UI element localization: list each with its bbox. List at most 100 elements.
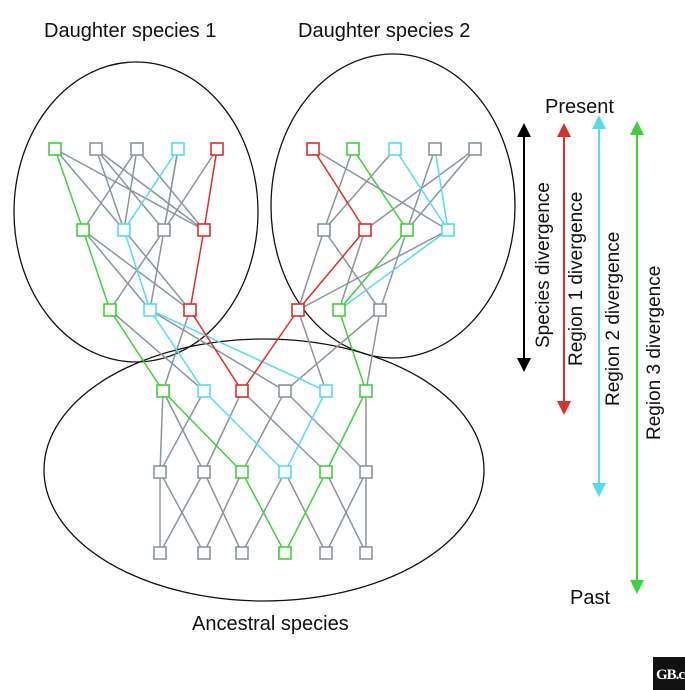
lineage-link-cyan [149, 309, 205, 392]
lineage-link-green [352, 148, 408, 231]
lineage-link-gray [284, 390, 367, 473]
gene-node-green [48, 142, 62, 156]
gene-node-red [306, 142, 320, 156]
gene-node-green [235, 465, 249, 479]
gene-node-green [76, 223, 90, 237]
lineage-link-gray [109, 309, 205, 392]
lineage-link-cyan [434, 148, 449, 231]
gene-node-cyan [197, 384, 211, 398]
lineage-link-green [241, 471, 286, 554]
region-1-divergence-label: Region 1 divergence [566, 191, 587, 366]
gene-node-red [183, 303, 197, 317]
lineage-link-gray [203, 390, 243, 473]
gene-node-gray [319, 546, 333, 560]
gene-node-gray [157, 223, 171, 237]
gene-node-green [319, 465, 333, 479]
gene-node-gray [468, 142, 482, 156]
gene-node-cyan [388, 142, 402, 156]
lineage-link-red [312, 148, 366, 231]
lineage-link-red [297, 229, 366, 311]
gene-node-gray [153, 465, 167, 479]
lineage-link-gray [297, 229, 325, 311]
lineage-link-green [109, 309, 164, 392]
gene-node-cyan [143, 303, 157, 317]
lineage-link-gray [163, 148, 179, 231]
past-label: Past [570, 587, 611, 609]
lineage-link-gray [323, 229, 381, 311]
present-label: Present [545, 96, 614, 118]
lineage-link-green [162, 390, 243, 473]
lineage-link-gray [149, 309, 286, 392]
daughter-species-1-label: Daughter species 1 [44, 20, 217, 42]
gene-node-green [359, 384, 373, 398]
lineage-link-gray [159, 471, 205, 554]
lineage-link-red [189, 229, 205, 311]
journal-logo: GB.c [653, 657, 685, 690]
gene-node-gray [278, 384, 292, 398]
gene-node-green [400, 223, 414, 237]
lineage-link-green [54, 148, 84, 231]
gene-node-gray [359, 465, 373, 479]
gene-node-gray [197, 546, 211, 560]
lineage-link-gray [95, 148, 125, 231]
lineage-link-green [338, 229, 408, 311]
lineage-link-gray [123, 229, 191, 311]
daughter-species-2-ellipse [270, 53, 516, 359]
gene-node-gray [235, 546, 249, 560]
lineage-link-gray [241, 390, 327, 473]
lineage-link-gray [323, 148, 396, 231]
lineage-link-gray [82, 229, 151, 311]
lineage-link-gray [163, 148, 218, 231]
gene-node-green [103, 303, 117, 317]
gene-node-red [197, 223, 211, 237]
logo-text: GB.c [656, 667, 685, 683]
lineage-link-gray [159, 390, 164, 473]
lineage-link-cyan [149, 309, 327, 392]
lineage-link-gray [54, 148, 125, 231]
gene-node-cyan [319, 384, 333, 398]
gene-node-cyan [278, 465, 292, 479]
gene-node-red [291, 303, 305, 317]
region-2-divergence-label: Region 2 divergence [603, 231, 624, 406]
gene-node-gray [359, 546, 373, 560]
gene-node-cyan [117, 223, 131, 237]
lineage-link-red [189, 309, 243, 392]
lineage-link-gray [284, 309, 381, 392]
lineage-link-cyan [394, 148, 449, 231]
lineage-link-gray [203, 471, 243, 554]
lineage-link-red [241, 309, 299, 392]
gene-node-gray [197, 465, 211, 479]
links-layer [54, 148, 476, 554]
lineage-link-cyan [338, 229, 449, 311]
lineage-link-cyan [203, 390, 286, 473]
lineage-link-green [284, 471, 327, 554]
lineage-link-gray [95, 148, 205, 231]
lineage-link-gray [365, 309, 381, 392]
nodes-layer [48, 142, 482, 560]
lineage-link-gray [162, 390, 205, 473]
lineage-link-gray [159, 390, 205, 473]
species-divergence-label: Species divergence [533, 182, 554, 348]
ancestral-species-label: Ancestral species [192, 613, 349, 635]
gene-node-red [210, 142, 224, 156]
lineage-link-green [325, 390, 367, 473]
lineage-link-cyan [284, 390, 327, 473]
lineage-link-red [203, 148, 218, 231]
lineage-link-gray [325, 471, 367, 554]
gene-node-cyan [441, 223, 455, 237]
daughter-species-1-ellipse [13, 61, 259, 363]
lineage-link-green [338, 309, 367, 392]
lineage-link-gray [297, 309, 327, 392]
gene-node-gray [317, 223, 331, 237]
lineage-link-cyan [123, 148, 179, 231]
gene-node-gray [130, 142, 144, 156]
gene-node-red [235, 384, 249, 398]
lineage-link-gray [364, 148, 476, 231]
lineage-link-gray [54, 148, 205, 231]
gene-node-gray [89, 142, 103, 156]
gene-node-gray [428, 142, 442, 156]
gene-node-green [346, 142, 360, 156]
daughter-species-2-label: Daughter species 2 [298, 20, 471, 42]
gene-node-green [156, 384, 170, 398]
